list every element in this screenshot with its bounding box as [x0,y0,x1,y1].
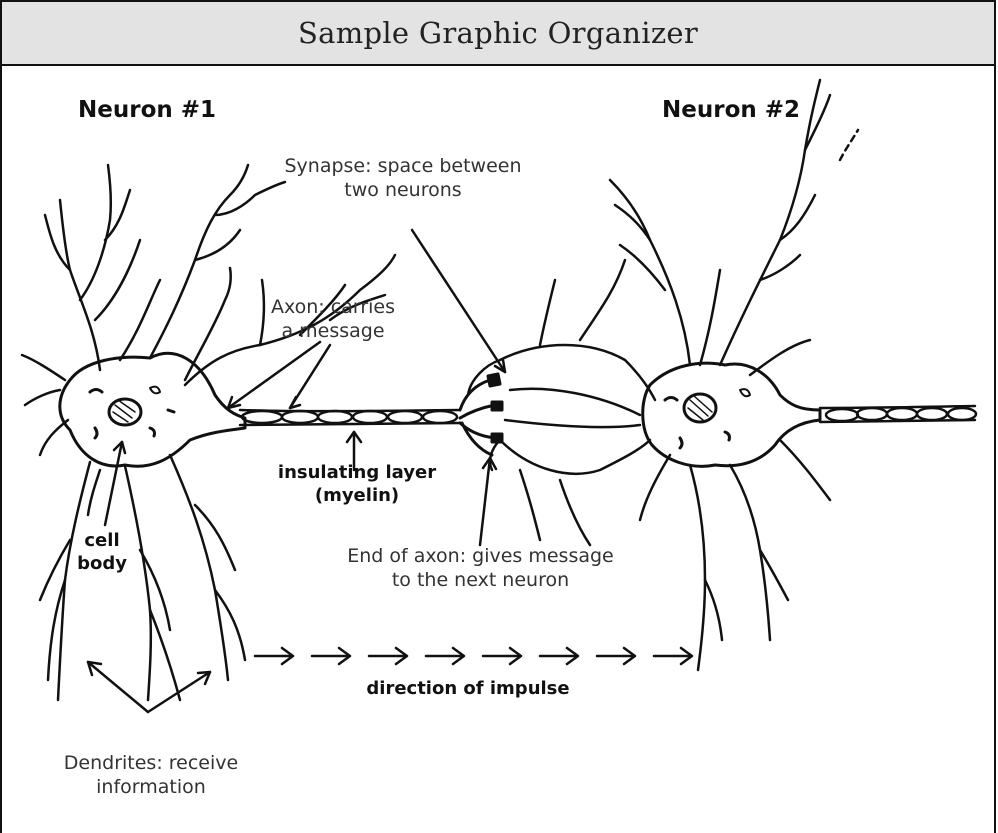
impulse-arrow [540,648,578,664]
axon-label-line-2: a message [268,320,398,344]
direction-label: direction of impulse [358,678,578,701]
dendrites-label-line-2: information [48,776,254,800]
axon-arrow-1 [228,342,320,408]
synapse-label-line-1: Synapse: space between [278,155,528,179]
neuron-1-lower-dendrites [40,455,245,700]
synapse-arrow [412,230,505,372]
axon-terminals [460,374,502,455]
dendrite-arrow-right [148,672,210,712]
dendrites-label: Dendrites: receive information [48,752,254,800]
impulse-arrow [597,648,635,664]
synapse-label-line-2: two neurons [278,179,528,203]
cell-body-label-line-1: cell [72,530,132,553]
dendrites-label-line-1: Dendrites: receive [48,752,254,776]
impulse-arrow [426,648,464,664]
neuron-2-title: Neuron #2 [662,96,800,125]
impulse-arrow [483,648,521,664]
neuron-2-cell-body [643,363,820,466]
cell-body-arrow [105,442,122,525]
end-of-axon-label-line-2: to the next neuron [333,569,628,593]
neuron-1-title: Neuron #1 [78,96,216,125]
myelin-label-line-1: insulating layer [272,462,442,485]
end-of-axon-label: End of axon: gives message to the next n… [333,545,628,593]
impulse-arrow [369,648,407,664]
cell-body-label: cell body [72,530,132,575]
synapse-label: Synapse: space between two neurons [278,155,528,203]
impulse-arrow [654,648,692,664]
neuron-2-axon [820,406,976,422]
axon-myelin [240,410,460,425]
axon-label: Axon: carries a message [268,296,398,344]
neuron-1-cell-body [60,353,245,466]
impulse-direction-arrows [255,648,692,664]
myelin-label-line-2: (myelin) [272,485,442,508]
neuron-2-lower-dendrites [640,440,830,670]
axon-label-line-1: Axon: carries [268,296,398,320]
myelin-label: insulating layer (myelin) [272,462,442,507]
end-of-axon-label-line-1: End of axon: gives message [333,545,628,569]
impulse-arrow [312,648,350,664]
dendrite-arrow-left [88,662,148,712]
cell-body-label-line-2: body [72,553,132,576]
end-axon-arrow [480,458,490,545]
impulse-arrow [255,648,293,664]
